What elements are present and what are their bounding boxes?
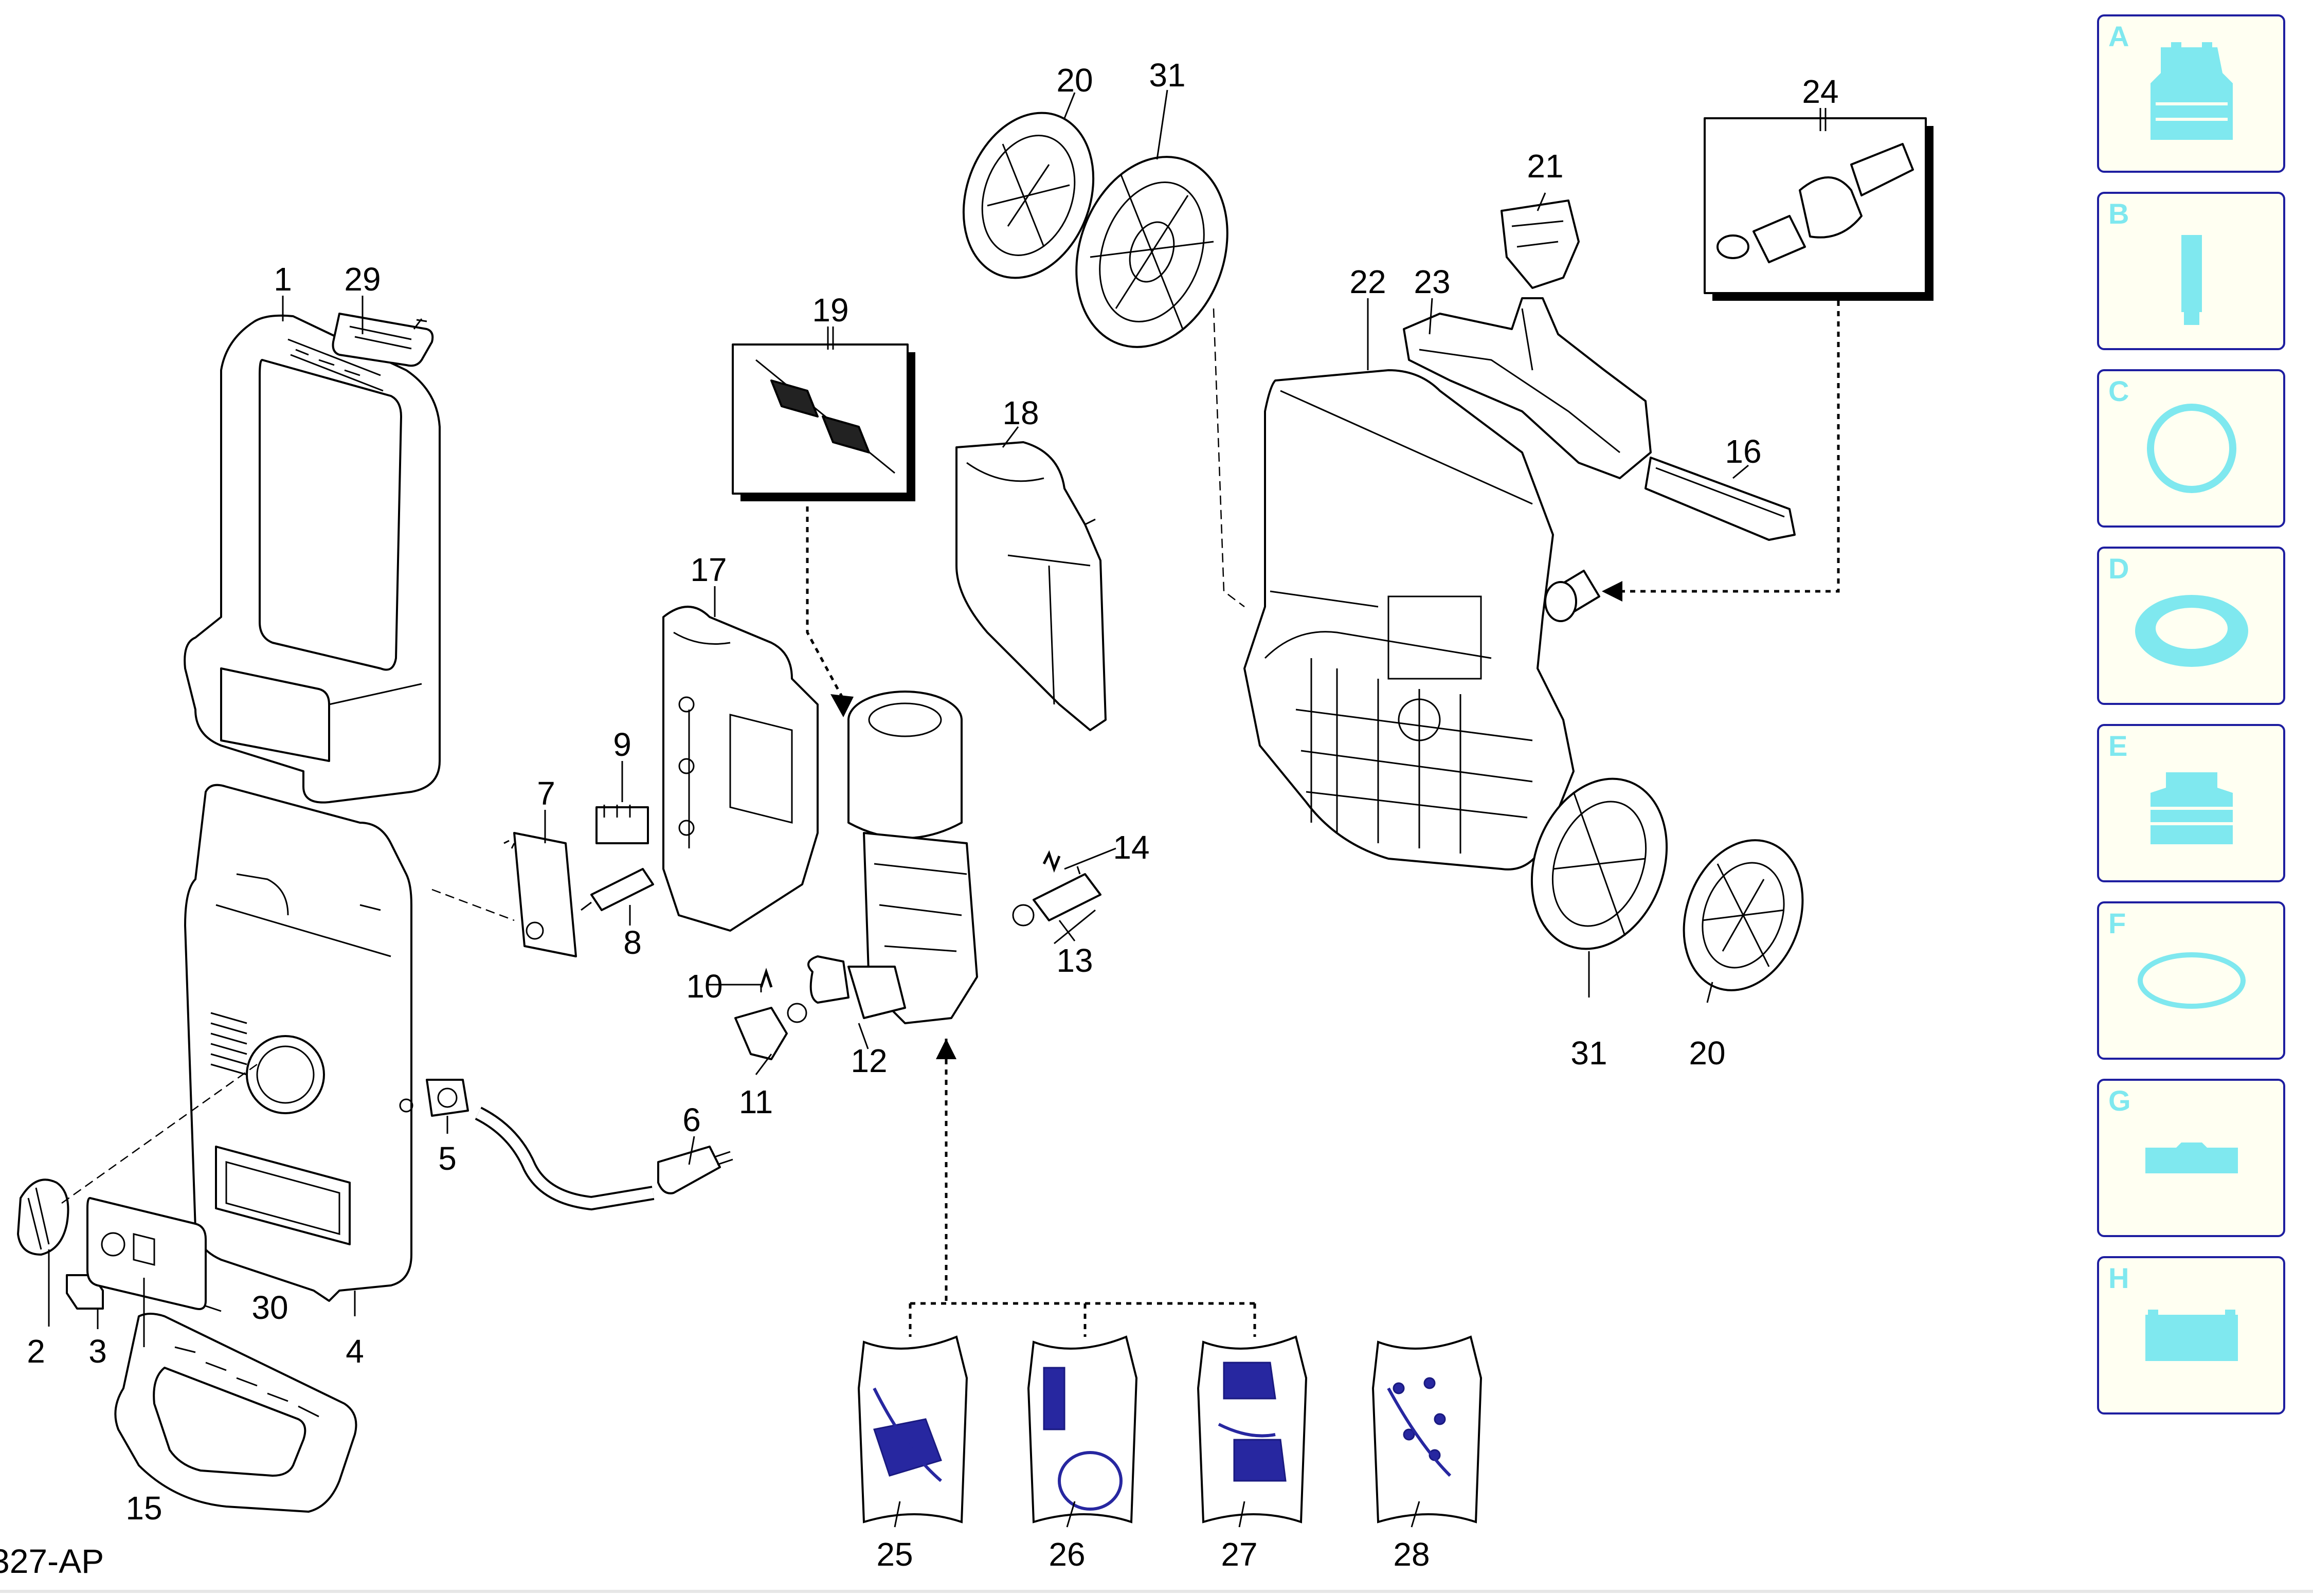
part-group-a[interactable]: A [2097,14,2285,173]
label-part-31-bottom: 31 [1570,1035,1607,1072]
part-12-motor-pump-assembly[interactable] [807,691,978,1024]
part-group-b[interactable]: B [2097,192,2285,350]
part-14-clip[interactable] [1042,850,1061,873]
label-part-31-top: 31 [1149,57,1185,94]
part-1-top-cover[interactable] [184,314,441,804]
label-part-17: 17 [690,551,727,588]
leader-lines [48,89,1827,1528]
label-part-20-top: 20 [1056,62,1093,99]
label-part-7: 7 [537,775,555,812]
part-29-latch[interactable] [332,313,434,367]
label-part-4: 4 [346,1333,364,1370]
seal-ring-icon [2147,404,2236,493]
label-part-27: 27 [1221,1536,1257,1573]
part-group-h[interactable]: H [2097,1256,2285,1414]
label-part-18: 18 [1002,394,1039,431]
label-part-21: 21 [1527,148,1563,185]
piston-icon [2181,235,2202,325]
label-part-26: 26 [1049,1536,1085,1573]
part-24-coupler-kit[interactable] [1704,117,1933,301]
o-ring-icon [2138,952,2246,1009]
part-7-mount-plate[interactable] [503,832,577,957]
part-25-kit-bag[interactable] [857,1335,968,1524]
group-letter: C [2108,375,2129,407]
part-group-sidebar: A B C D E F [2097,14,2288,1434]
part-13-fitting[interactable] [1012,873,1101,927]
label-part-23: 23 [1414,263,1450,300]
bottom-divider [0,1590,2313,1593]
cover-plate-icon [2145,1310,2238,1361]
group-letter: E [2108,730,2128,762]
part-group-f[interactable]: F [2097,901,2285,1060]
label-part-13: 13 [1056,942,1093,979]
label-part-14: 14 [1113,829,1149,866]
part-31-wheel-bottom[interactable] [1509,759,1689,968]
part-15-handle[interactable] [114,1313,357,1513]
valve-block-icon [2151,772,2233,844]
part-5-switch[interactable] [426,1079,469,1117]
part-4-front-housing[interactable] [184,784,413,1302]
part-group-c[interactable]: C [2097,369,2285,528]
part-19-brush-kit[interactable] [732,343,915,501]
label-part-6: 6 [682,1101,701,1138]
label-part-25: 25 [876,1536,913,1573]
part-group-g[interactable]: G [2097,1079,2285,1237]
part-27-kit-bag[interactable] [1197,1335,1308,1524]
part-28-kit-bag[interactable] [1371,1335,1483,1524]
part-20-wheel-cap-top[interactable] [942,95,1115,296]
label-part-29: 29 [344,261,381,298]
part-9-switch-block[interactable] [595,805,649,844]
label-part-22: 22 [1349,263,1386,300]
label-part-12: 12 [851,1042,887,1079]
label-part-30: 30 [251,1289,288,1326]
part-11-valve[interactable] [734,1003,807,1060]
part-10-clip[interactable] [760,968,773,988]
group-letter: F [2108,907,2126,939]
part-20-wheel-cap-bottom[interactable] [1664,823,1822,1007]
label-part-8: 8 [623,924,642,961]
part-18-pump-cover[interactable] [955,441,1107,731]
label-part-1: 1 [274,261,292,298]
part-21-clip[interactable] [1501,199,1580,289]
label-part-5: 5 [438,1140,457,1177]
label-part-16: 16 [1725,433,1761,470]
group-letter: B [2108,197,2129,230]
part-16-strap[interactable] [1645,457,1796,541]
part-23-top-frame[interactable] [1403,297,1652,479]
label-part-24: 24 [1802,73,1838,110]
gasket-icon [2135,595,2248,667]
label-part-15: 15 [125,1490,162,1527]
part-26-kit-bag[interactable] [1027,1335,1138,1524]
model-code: 327-AP [0,1542,104,1580]
exploded-parts-diagram: 1 2 3 4 5 6 7 8 9 10 11 12 13 14 15 16 1… [17,57,1933,1573]
group-letter: D [2108,552,2129,585]
arrowheads [830,581,1622,1059]
label-part-10: 10 [686,968,722,1005]
valve-plate-icon [2145,1142,2238,1173]
label-part-20-bottom: 20 [1689,1035,1725,1072]
part-24-coupler-fitted [1544,570,1600,622]
label-part-9: 9 [613,726,631,763]
label-part-11: 11 [739,1083,773,1120]
label-part-28: 28 [1393,1536,1430,1573]
part-30-panel[interactable] [86,1197,207,1310]
part-group-e[interactable]: E [2097,724,2285,882]
part-22-chassis[interactable] [1243,369,1575,870]
label-part-2: 2 [27,1333,45,1370]
part-2-knob[interactable] [17,1178,69,1256]
group-letter: A [2108,20,2129,52]
part-labels: 1 2 3 4 5 6 7 8 9 10 11 12 13 14 15 16 1… [27,57,1838,1573]
group-letter: G [2108,1084,2131,1117]
part-group-d[interactable]: D [2097,547,2285,705]
group-letter: H [2108,1262,2129,1294]
part-8-pin[interactable] [581,868,654,911]
part-31-wheel-top[interactable] [1051,136,1253,369]
label-part-19: 19 [812,292,848,329]
part-6-power-cord[interactable] [475,1107,733,1211]
label-part-3: 3 [88,1333,107,1370]
connector-lines [61,301,1840,1337]
pump-head-icon [2151,42,2233,140]
part-17-motor-housing[interactable] [662,606,819,932]
